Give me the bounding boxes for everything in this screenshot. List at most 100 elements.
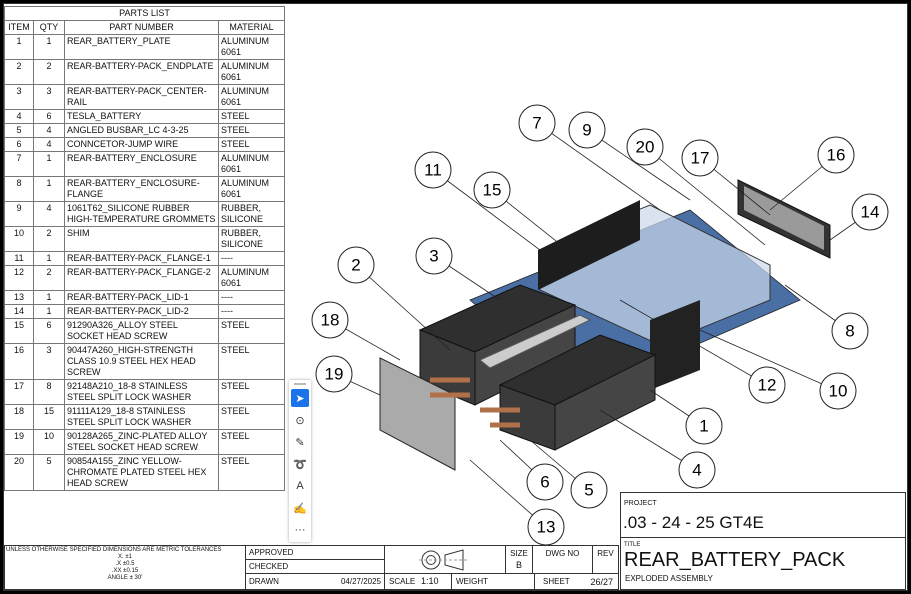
balloon-circle: [685, 407, 723, 445]
quantity: 1: [33, 304, 65, 319]
project-cell: PROJECT .03 - 24 - 25 GT4E: [620, 492, 906, 538]
balloon-number: 5: [584, 481, 593, 500]
balloon-number: 19: [325, 365, 344, 384]
item-number: 5: [4, 123, 34, 138]
balloon-4: 4: [678, 451, 716, 489]
stamp-tool-button[interactable]: ✍: [291, 499, 309, 517]
balloon-circle: [568, 111, 606, 149]
balloon-circle: [415, 237, 453, 275]
balloon-circle: [626, 128, 664, 166]
quantity: 1: [33, 176, 65, 202]
item-number: 19: [4, 429, 34, 455]
part-number: 91111A129_18-8 STAINLESS STEEL SPLIT LOC…: [64, 404, 219, 430]
material: ----: [218, 304, 285, 319]
quantity: 1: [33, 151, 65, 177]
size-value: B: [515, 560, 522, 570]
select-tool-button[interactable]: ➤: [291, 389, 309, 407]
item-number: 16: [4, 343, 34, 380]
stamp-icon: ✍: [293, 502, 307, 515]
balloon-3: 3: [415, 237, 453, 275]
part-number: REAR-BATTERY-PACK_FLANGE-1: [64, 251, 219, 266]
item-number: 12: [4, 265, 34, 291]
part-number: 1061T62_SILICONE RUBBER HIGH-TEMPERATURE…: [64, 201, 219, 227]
item-number: 15: [4, 318, 34, 344]
balloon-16: 16: [817, 136, 855, 174]
balloon-number: 2: [351, 256, 360, 275]
material: STEEL: [218, 318, 285, 344]
pen-icon: ✎: [295, 436, 305, 449]
more-tool-button[interactable]: ···: [291, 521, 309, 539]
item-number: 2: [4, 59, 34, 85]
material: ALUMINUM 6061: [218, 151, 285, 177]
part-number: 90854A155_ZINC YELLOW-CHROMATE PLATED ST…: [64, 454, 219, 491]
checked-cell: CHECKED: [245, 559, 385, 574]
dwg-no-label: DWG NO: [545, 549, 580, 558]
project-value: .03 - 24 - 25 GT4E: [623, 513, 764, 532]
balloon-8: 8: [831, 312, 869, 350]
item-number: 4: [4, 109, 34, 124]
balloon-7: 7: [518, 104, 556, 142]
zoom-tool-button[interactable]: ⊙: [291, 411, 309, 429]
pen-tool-button[interactable]: ✎: [291, 433, 309, 451]
scale-value: 1:10: [421, 576, 439, 586]
balloon-20: 20: [626, 128, 664, 166]
tolerance-note: UNLESS OTHERWISE SPECIFIED DIMENSIONS AR…: [6, 547, 222, 553]
cursor-icon: ➤: [295, 392, 305, 405]
material: STEEL: [218, 404, 285, 430]
material: RUBBER, SILICONE: [218, 226, 285, 252]
quantity: 1: [33, 290, 65, 305]
parts-list-title: PARTS LIST: [4, 6, 285, 21]
rev-cell: REV: [592, 545, 619, 574]
balloon-number: 8: [845, 322, 854, 341]
item-number: 20: [4, 454, 34, 491]
balloon-17: 17: [681, 139, 719, 177]
lid-right-face: [744, 186, 824, 250]
balloon-13: 13: [527, 508, 565, 546]
item-number: 1: [4, 34, 34, 60]
part-number: 91290A326_ALLOY STEEL SOCKET HEAD SCREW: [64, 318, 219, 344]
part-number: TESLA_BATTERY: [64, 109, 219, 124]
balloon-number: 3: [429, 247, 438, 266]
material: ALUMINUM 6061: [218, 265, 285, 291]
part-number: REAR_BATTERY_PLATE: [64, 34, 219, 60]
third-angle-projection-icon: [419, 549, 467, 571]
text-tool-button[interactable]: A: [291, 477, 309, 495]
item-number: 3: [4, 84, 34, 110]
endplate-left: [379, 357, 456, 471]
item-number: 9: [4, 201, 34, 227]
lasso-tool-button[interactable]: ➰: [291, 455, 309, 473]
material: RUBBER, SILICONE: [218, 201, 285, 227]
material: ALUMINUM 6061: [218, 34, 285, 60]
balloon-14: 14: [851, 193, 889, 231]
material: ALUMINUM 6061: [218, 59, 285, 85]
header-item: ITEM: [4, 20, 34, 35]
balloon-number: 7: [532, 114, 541, 133]
balloon-5: 5: [570, 471, 608, 509]
dwg-no-cell: DWG NO: [532, 545, 593, 574]
quantity: 2: [33, 59, 65, 85]
parts-list-table: PARTS LIST ITEM QTY PART NUMBER MATERIAL…: [4, 6, 285, 491]
material: STEEL: [218, 137, 285, 152]
checked-label: CHECKED: [249, 562, 289, 571]
balloon-circle: [817, 136, 855, 174]
toolbar-drag-handle[interactable]: [294, 383, 306, 385]
balloon-6: 6: [526, 463, 564, 501]
